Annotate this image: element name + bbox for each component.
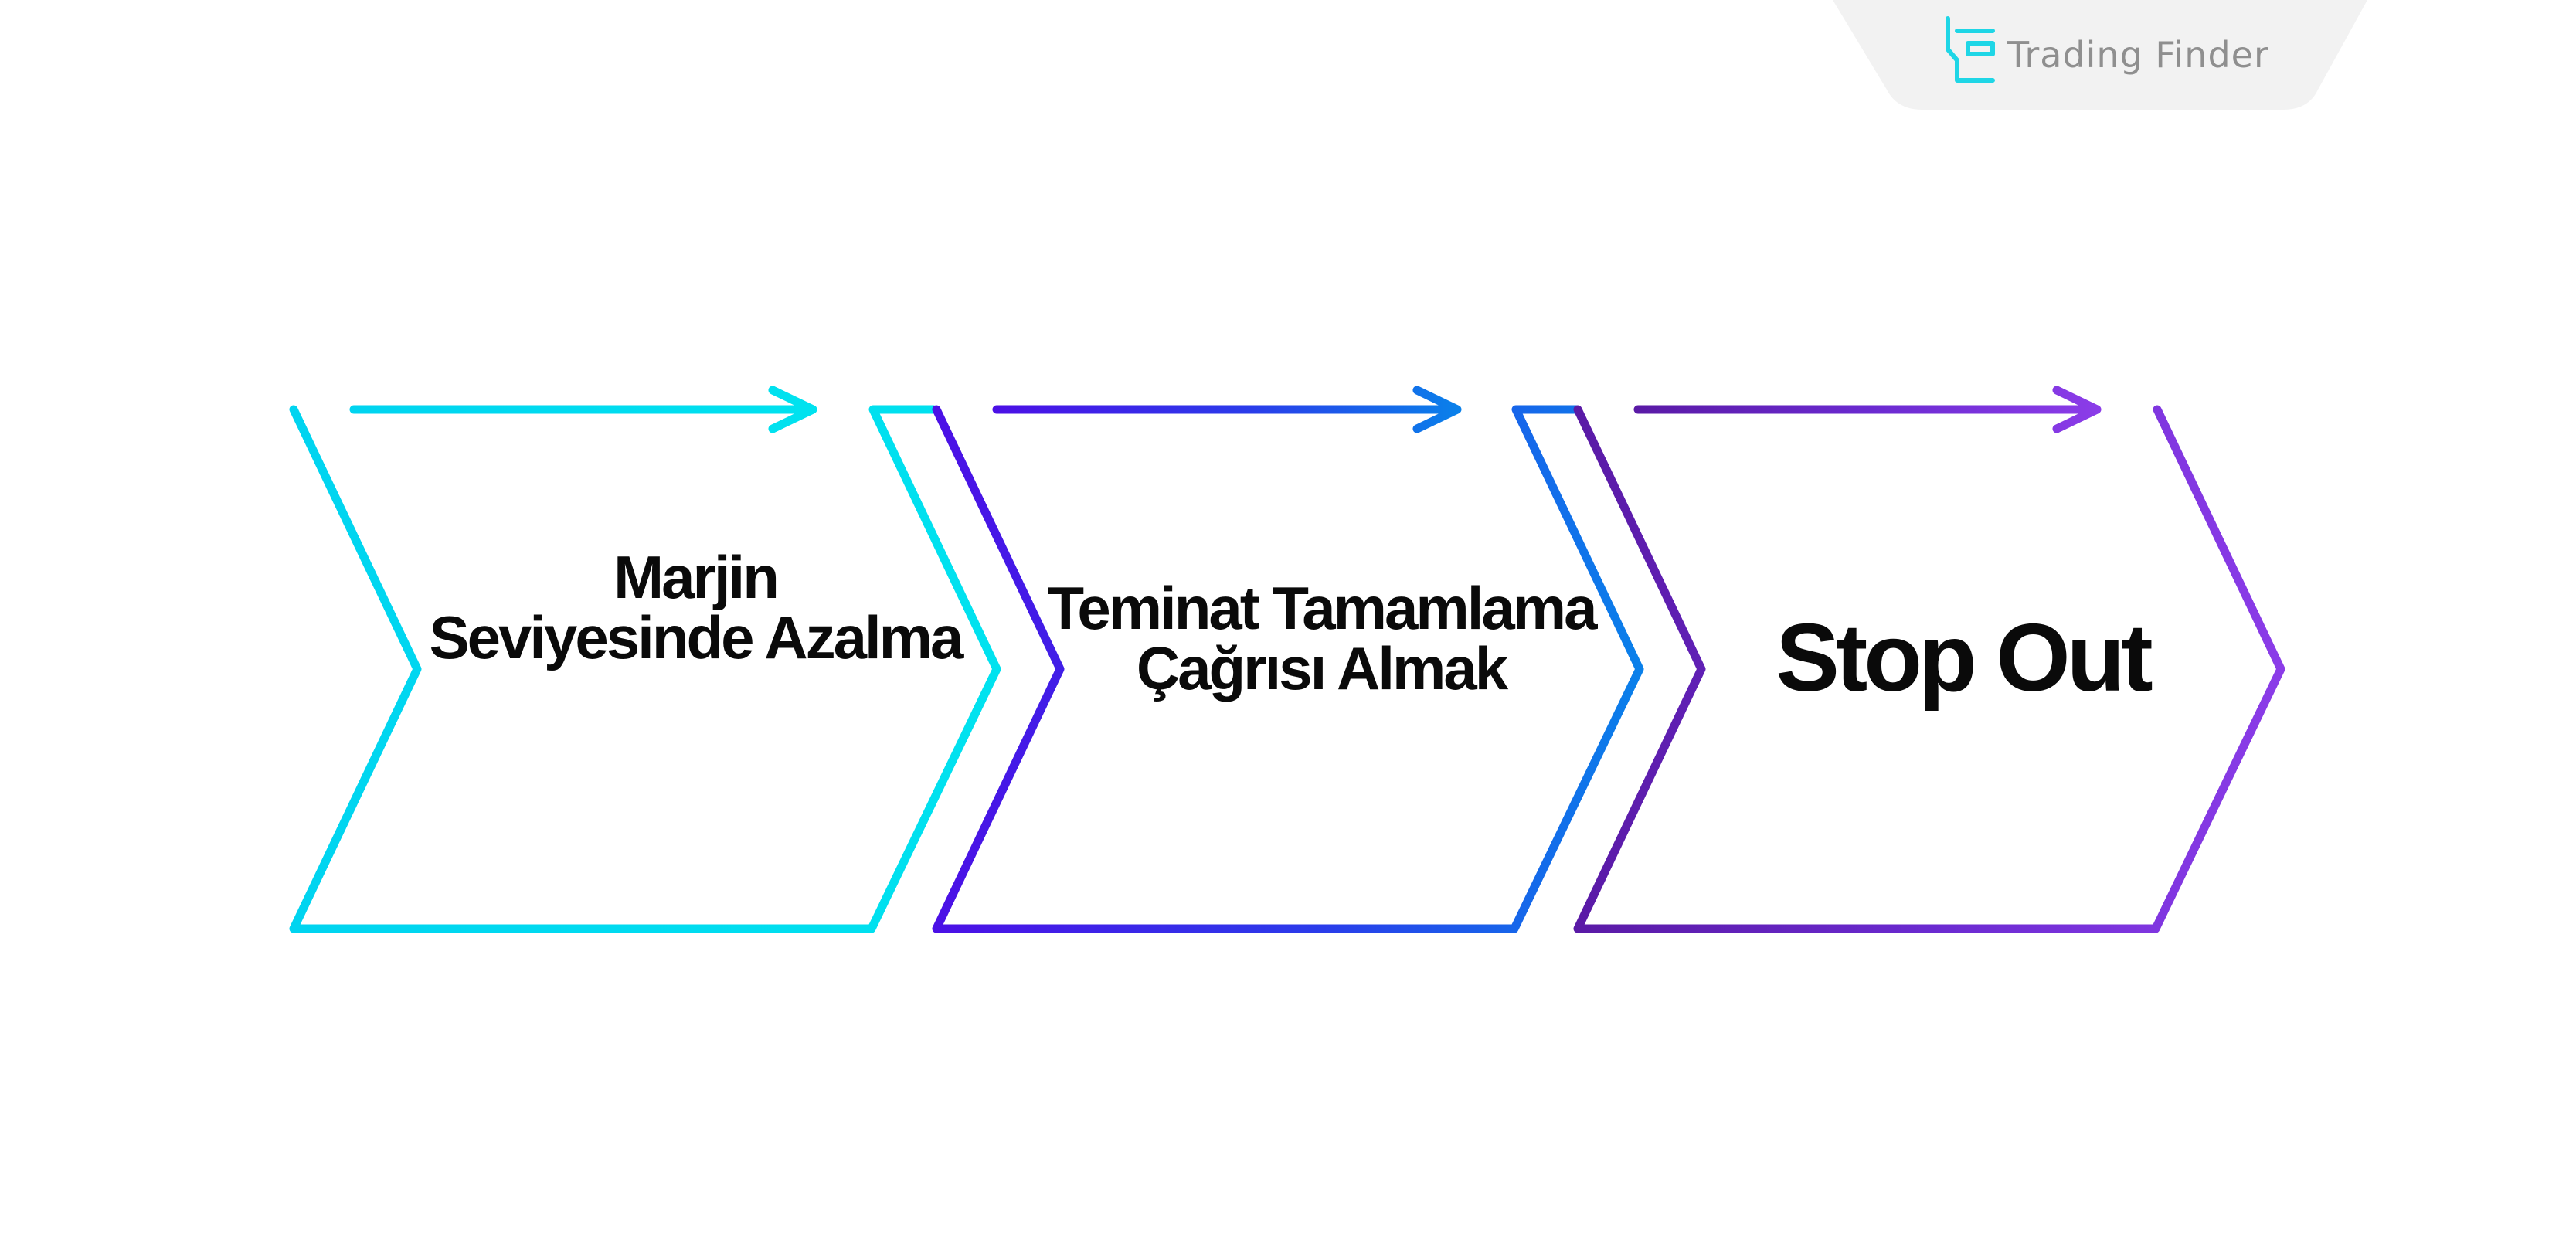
step-1-chevron (289, 386, 1001, 933)
step-2-chevron (932, 386, 1644, 933)
step-3-label: Stop Out (1661, 610, 2264, 706)
step-2-outline (932, 405, 1644, 933)
step-3-chevron (1573, 386, 2285, 933)
step-1-outline (289, 405, 1001, 933)
step-2-arrow (992, 386, 1462, 433)
step-1-label-line-1: Marjin (613, 543, 780, 611)
step-3-arrow (1633, 386, 2102, 433)
step-1-label: Marjin Seviyesinde Azalma (402, 547, 989, 668)
step-3-outline (1573, 405, 2285, 933)
step-2-label-line-1: Teminat Tamamlama (1047, 574, 1597, 642)
step-2-label-line-2: Çağrısı Almak (1136, 634, 1508, 702)
brand-tab (1833, 0, 2367, 110)
step-2-label: Teminat Tamamlama Çağrısı Almak (1028, 578, 1615, 698)
trading-finder-logo-icon (1946, 16, 1995, 83)
step-1-label-line-2: Seviyesinde Azalma (429, 603, 964, 671)
step-1-arrow (349, 386, 817, 433)
step-3-label-line-1: Stop Out (1776, 605, 2153, 712)
